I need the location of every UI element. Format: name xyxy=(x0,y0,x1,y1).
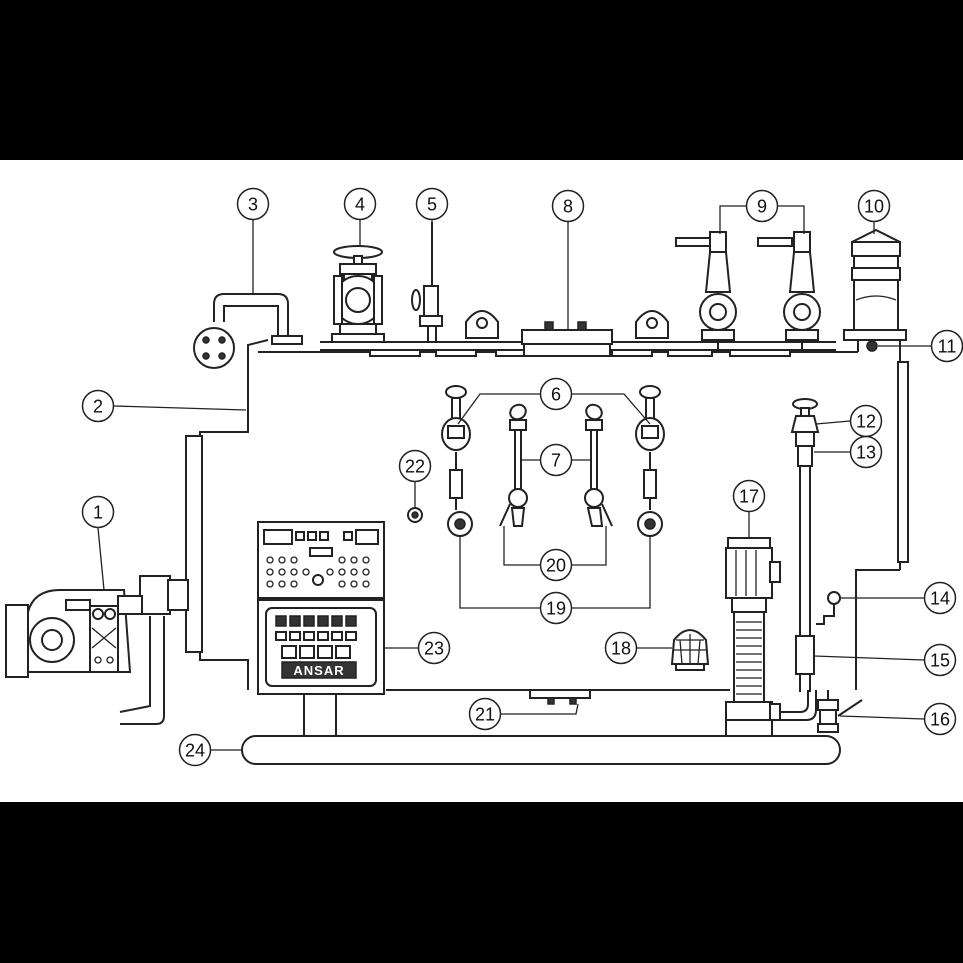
callout-label: 17 xyxy=(739,487,759,507)
callout-label: 5 xyxy=(427,195,437,215)
callout-circle xyxy=(923,581,957,615)
air-vent-valve xyxy=(411,222,443,343)
callout-24: 24 xyxy=(178,733,212,767)
callout-circle xyxy=(178,733,212,767)
callout-label: 20 xyxy=(546,556,566,576)
callout-circle xyxy=(539,548,573,582)
safety-valve-right xyxy=(757,231,821,352)
callout-10: 10 xyxy=(857,189,891,223)
steam-separator xyxy=(843,228,907,352)
callout-circle xyxy=(604,631,638,665)
callout-15: 15 xyxy=(923,643,957,677)
callout-label: 1 xyxy=(93,503,103,523)
callout-circle xyxy=(343,187,377,221)
callout-label: 22 xyxy=(405,457,425,477)
callout-circle xyxy=(923,702,957,736)
callout-label: 7 xyxy=(551,451,561,471)
callout-label: 16 xyxy=(930,710,950,730)
callout-circle xyxy=(236,187,270,221)
callout-circle xyxy=(539,443,573,477)
callout-label: 19 xyxy=(546,599,566,619)
callout-label: 24 xyxy=(185,741,205,761)
brand-label: ANSAR xyxy=(293,663,344,678)
callout-7: 7 xyxy=(539,443,573,477)
burner xyxy=(5,575,189,725)
leader-lines xyxy=(97,205,931,751)
drain-valve xyxy=(670,629,710,671)
callout-label: 9 xyxy=(757,197,767,217)
callout-12: 12 xyxy=(849,404,883,438)
callout-11: 11 xyxy=(930,329,963,363)
control-panel: ANSAR xyxy=(257,521,385,737)
callout-17: 17 xyxy=(732,479,766,513)
callout-8: 8 xyxy=(551,189,585,223)
feed-line xyxy=(790,398,863,733)
callout-6: 6 xyxy=(539,377,573,411)
callout-label: 21 xyxy=(475,705,495,725)
callout-circle xyxy=(551,189,585,223)
callout-label: 8 xyxy=(563,197,573,217)
callout-4: 4 xyxy=(343,187,377,221)
water-level-columns xyxy=(441,385,665,537)
callout-23: 23 xyxy=(417,631,451,665)
callout-13: 13 xyxy=(849,435,883,469)
callout-circle xyxy=(923,643,957,677)
base-skid xyxy=(241,735,841,765)
callout-18: 18 xyxy=(604,631,638,665)
callout-2: 2 xyxy=(81,389,115,423)
callout-19: 19 xyxy=(539,591,573,625)
callout-label: 13 xyxy=(856,443,876,463)
callout-label: 10 xyxy=(864,197,884,217)
callout-14: 14 xyxy=(923,581,957,615)
callout-label: 23 xyxy=(424,639,444,659)
main-steam-valve xyxy=(331,245,385,343)
boiler-shell xyxy=(185,310,909,691)
callout-circle xyxy=(745,189,779,223)
callout-circle xyxy=(539,377,573,411)
callout-label: 18 xyxy=(611,639,631,659)
callout-22: 22 xyxy=(398,449,432,483)
callout-circle xyxy=(415,187,449,221)
callout-16: 16 xyxy=(923,702,957,736)
callout-label: 11 xyxy=(938,337,957,357)
callout-21: 21 xyxy=(468,697,502,731)
callout-label: 4 xyxy=(355,195,365,215)
safety-valve-left xyxy=(675,231,737,352)
callout-label: 3 xyxy=(248,195,258,215)
callout-label: 14 xyxy=(930,589,950,609)
manhole-cover xyxy=(521,321,613,357)
callout-circle xyxy=(849,435,883,469)
callout-label: 12 xyxy=(856,412,876,432)
callout-circle xyxy=(81,495,115,529)
callout-circle xyxy=(732,479,766,513)
callout-circle xyxy=(398,449,432,483)
callout-9: 9 xyxy=(745,189,779,223)
callout-circle xyxy=(468,697,502,731)
callout-circle xyxy=(81,389,115,423)
callout-3: 3 xyxy=(236,187,270,221)
callout-20: 20 xyxy=(539,548,573,582)
callout-circle xyxy=(857,189,891,223)
pressure-gauge-siphon xyxy=(193,293,303,369)
callout-circle xyxy=(539,591,573,625)
callout-1: 1 xyxy=(81,495,115,529)
callout-5: 5 xyxy=(415,187,449,221)
callout-label: 2 xyxy=(93,397,103,417)
bottom-blow-plate xyxy=(529,689,591,699)
callout-circle xyxy=(417,631,451,665)
callout-label: 15 xyxy=(930,651,950,671)
callout-label: 6 xyxy=(551,385,561,405)
